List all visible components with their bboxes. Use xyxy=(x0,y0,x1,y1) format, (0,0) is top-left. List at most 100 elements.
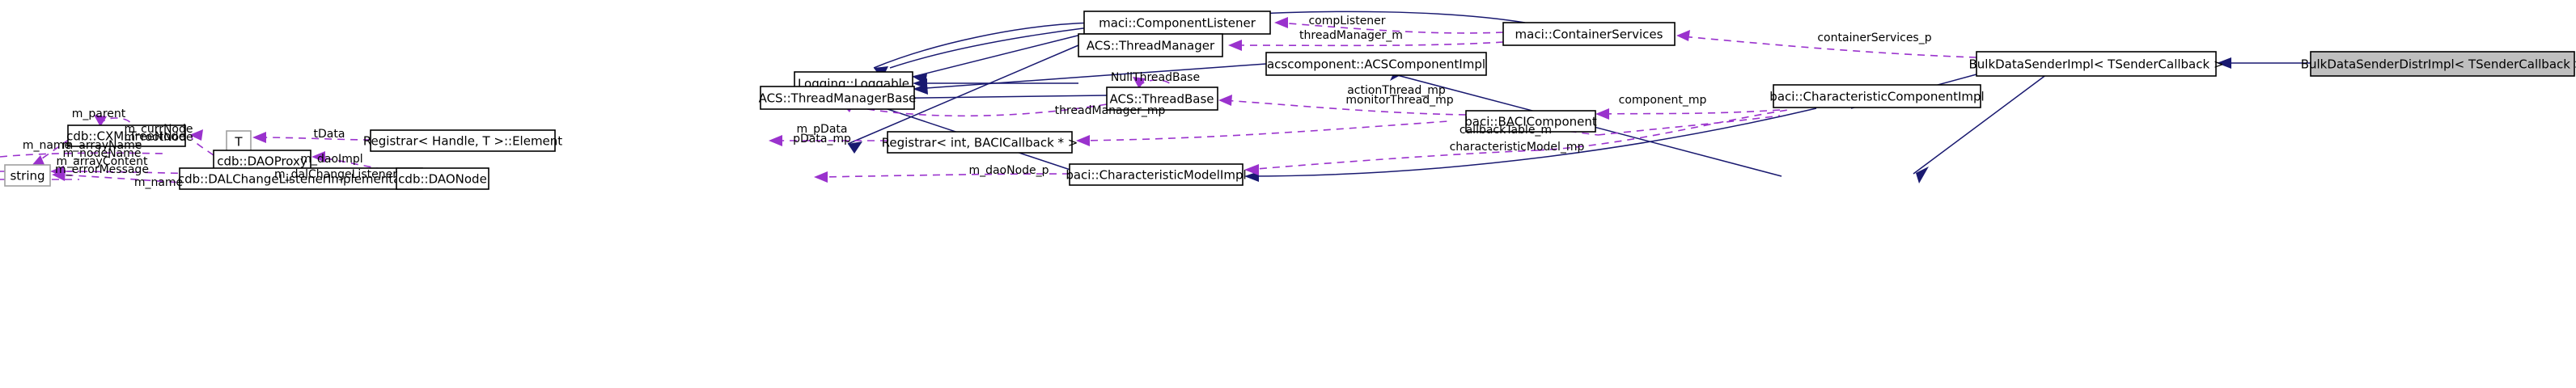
node-bulkdatasenderimpl[interactable]: BulkDataSenderImpl< TSenderCallback > xyxy=(1968,51,2224,77)
arrowhead-inherit xyxy=(913,84,928,95)
node-label: maci::ContainerServices xyxy=(1515,27,1663,42)
edge-usage-m-daonode-p xyxy=(818,173,1070,178)
edge-label-m-nodename: m_nodeName xyxy=(63,147,142,160)
edge-label-nullthreadbase: NullThreadBase xyxy=(1111,71,1200,84)
edge-usage-component-mp xyxy=(1599,109,1781,115)
edge-usage-m-currnode-rootnode xyxy=(191,134,214,156)
node-threadbase[interactable]: ACS::ThreadBase xyxy=(1106,86,1218,111)
node-label: T xyxy=(234,135,243,150)
edge-usage-m-daoimpl xyxy=(315,156,397,172)
node-bacicomponent[interactable]: baci::BACIComponent xyxy=(1464,110,1597,133)
edge-usage-threadmanager-m xyxy=(1233,41,1504,47)
edge-label-tdata: tData xyxy=(314,128,345,141)
edge-label-pdata-mp: pData_mp xyxy=(793,133,851,146)
edge-label-m-pdata: m_pData xyxy=(797,123,848,136)
edge-label-monitorthread-mp: monitorThread_mp xyxy=(1345,94,1453,107)
node-label: BulkDataSenderImpl< TSenderCallback > xyxy=(1968,57,2223,72)
node-label: string xyxy=(10,169,44,183)
arrowhead-usage xyxy=(1133,77,1146,89)
node-daonode[interactable]: cdb::DAONode xyxy=(396,167,489,190)
node-label: baci::CharacteristicComponentImpl xyxy=(1769,90,1984,104)
edge-label-m-arraycontent: m_arrayContent xyxy=(56,155,148,168)
edge-usage-m-arrayname-group xyxy=(54,171,244,176)
edge-usage-complistener xyxy=(1277,22,1504,34)
edge-label-m-currnode: m_currNode xyxy=(124,123,193,136)
edge-acscomponentimpl-to-loggable xyxy=(914,63,1267,90)
edge-label-characteristicmodel-mp: characteristicModel_mp xyxy=(1450,141,1585,154)
arrowhead-usage xyxy=(189,129,203,141)
arrowhead-usage xyxy=(52,170,66,181)
edge-label-m-rootnode: m_rootNode xyxy=(124,131,193,144)
arrowhead-inherit xyxy=(2217,57,2231,69)
node-label: maci::ComponentListener xyxy=(1099,16,1256,31)
node-bulkdatasenderdistrimpl[interactable]: BulkDataSenderDistrImpl< TSenderCallback… xyxy=(2301,51,2576,77)
node-label: baci::BACIComponent xyxy=(1464,115,1597,129)
edge-characteristiccomponentimpl-to-bulkdatasenderimpl xyxy=(1913,74,2048,175)
arrowhead-usage xyxy=(252,132,266,143)
edge-usage-callbacktable-line xyxy=(1077,120,1449,141)
node-label: cdb::DAONode xyxy=(398,172,487,187)
edge-componentlistener-loggable-2 xyxy=(912,33,1085,78)
arrowhead-usage xyxy=(311,151,325,162)
node-threadmanagerbase[interactable]: ACS::ThreadManagerBase xyxy=(759,86,917,110)
node-registrar-handle-t-element[interactable]: Registrar< Handle, T >::Element xyxy=(363,129,562,152)
node-dalchangelistenerimplementation[interactable]: cdb::DALChangeListenerImplementation xyxy=(178,167,424,190)
edge-label-actionthread-mp: actionThread_mp xyxy=(1347,84,1446,97)
edge-componentlistener-to-loggable xyxy=(873,22,1095,69)
edge-label-component-mp: component_mp xyxy=(1619,94,1707,107)
node-label: cdb::CXMLTreeNode xyxy=(66,129,186,144)
node-label: ACS::ThreadManager xyxy=(1087,39,1215,53)
edge-label-threadmanager-mp: threadManager_mp xyxy=(1055,104,1166,117)
node-threadmanager[interactable]: ACS::ThreadManager xyxy=(1078,33,1223,57)
edge-label-threadmanager-m: threadManager_m xyxy=(1299,29,1403,42)
edge-usage-characteristicmodel-mp-2 xyxy=(1536,109,1789,151)
edge-label-m-errormessage: m_errorMessage xyxy=(55,163,149,176)
node-registrar-int-bacicallback[interactable]: Registrar< int, BACICallback * > xyxy=(882,131,1078,154)
nodes: maci::ComponentListener maci::ContainerS… xyxy=(4,11,2576,190)
node-label: acscomponent::ACSComponentImpl xyxy=(1267,57,1485,72)
node-label: BulkDataSenderDistrImpl< TSenderCallback… xyxy=(2301,57,2576,72)
node-t[interactable]: T xyxy=(226,130,252,153)
arrowhead-usage xyxy=(769,135,782,146)
arrowhead-usage xyxy=(1274,17,1288,28)
node-characteristicmodelimpl[interactable]: baci::CharacteristicModelImpl xyxy=(1066,163,1247,186)
edge-label-m-parent: m_parent xyxy=(72,108,126,120)
edge-label-m-daonode-p: m_daoNode_p xyxy=(968,164,1049,177)
edge-label-m-arrayname: m_arrayName xyxy=(62,139,142,152)
node-componentlistener[interactable]: maci::ComponentListener xyxy=(1083,11,1271,35)
arrowhead-usage xyxy=(1244,164,1259,175)
node-label: ACS::ThreadManagerBase xyxy=(759,91,917,106)
edge-label-callbacktable-m: callbackTable_m xyxy=(1460,124,1552,137)
edge-usage-callbacktable-m-2 xyxy=(1597,115,1781,136)
node-label: Registrar< Handle, T >::Element xyxy=(363,134,562,149)
arrowhead-usage xyxy=(31,155,45,167)
arrowhead-usage xyxy=(814,171,828,183)
node-label: cdb::DAOProxy xyxy=(217,154,307,169)
node-label: baci::CharacteristicModelImpl xyxy=(1066,168,1246,183)
edge-label-complistener: compListener xyxy=(1308,15,1385,27)
arrowhead-inherit xyxy=(848,141,862,154)
node-string[interactable]: string xyxy=(4,164,51,187)
node-acscomponentimpl[interactable]: acscomponent::ACSComponentImpl xyxy=(1265,52,1487,76)
arrowhead-usage xyxy=(1676,30,1690,41)
arrowhead-usage xyxy=(1595,108,1609,120)
arrowhead-usage xyxy=(94,115,107,127)
edge-label-m-name-2: m_name xyxy=(134,176,183,189)
edge-usage-characteristicmodel-mp xyxy=(1246,150,1538,171)
node-characteristiccomponentimpl[interactable]: baci::CharacteristicComponentImpl xyxy=(1769,84,1985,108)
node-cxmltreenode[interactable]: cdb::CXMLTreeNode xyxy=(66,124,186,147)
edge-usage-left-strand-a xyxy=(0,152,164,158)
arrowhead-usage xyxy=(1228,40,1242,51)
node-label: cdb::DALChangeListenerImplementation xyxy=(178,172,424,187)
edge-label-containerservices-p: containerServices_p xyxy=(1817,32,1931,44)
edge-usage-tdata xyxy=(256,137,371,141)
edge-label-m-daoimpl: m_daoImpl xyxy=(300,153,362,166)
node-containerservices[interactable]: maci::ContainerServices xyxy=(1502,22,1676,46)
edge-threadmanager-to-threadmanagerbase xyxy=(847,44,1079,145)
arrowhead-usage xyxy=(1218,95,1232,106)
node-label: Registrar< int, BACICallback * > xyxy=(882,136,1078,150)
edge-characteristicmodelimpl-to-characteristiccomponentimpl xyxy=(1246,108,1817,177)
arrowhead-inherit xyxy=(1916,167,1929,183)
